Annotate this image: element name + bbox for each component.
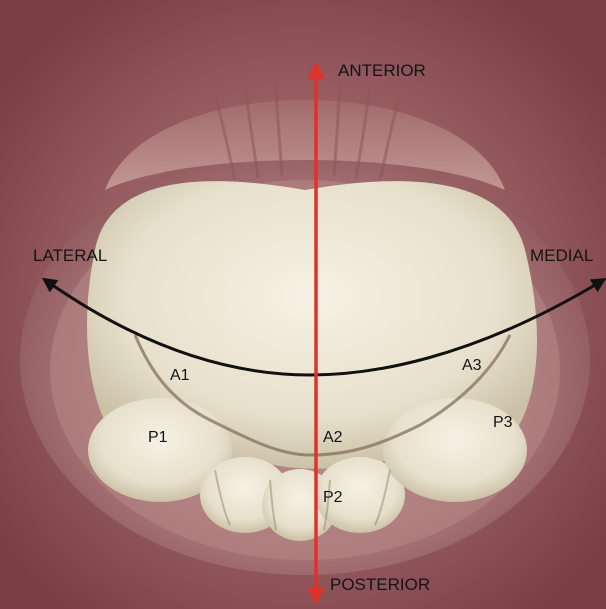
- medial-label: MEDIAL: [530, 246, 593, 265]
- a3-label: A3: [462, 357, 482, 374]
- p1-label: P1: [148, 429, 168, 446]
- posterior-label: POSTERIOR: [330, 575, 430, 594]
- a2-label: A2: [323, 429, 343, 446]
- anterior-label: ANTERIOR: [338, 61, 426, 80]
- p3-label: P3: [493, 414, 513, 431]
- lateral-label: LATERAL: [33, 246, 107, 265]
- p2-label: P2: [323, 489, 343, 506]
- a1-label: A1: [170, 367, 190, 384]
